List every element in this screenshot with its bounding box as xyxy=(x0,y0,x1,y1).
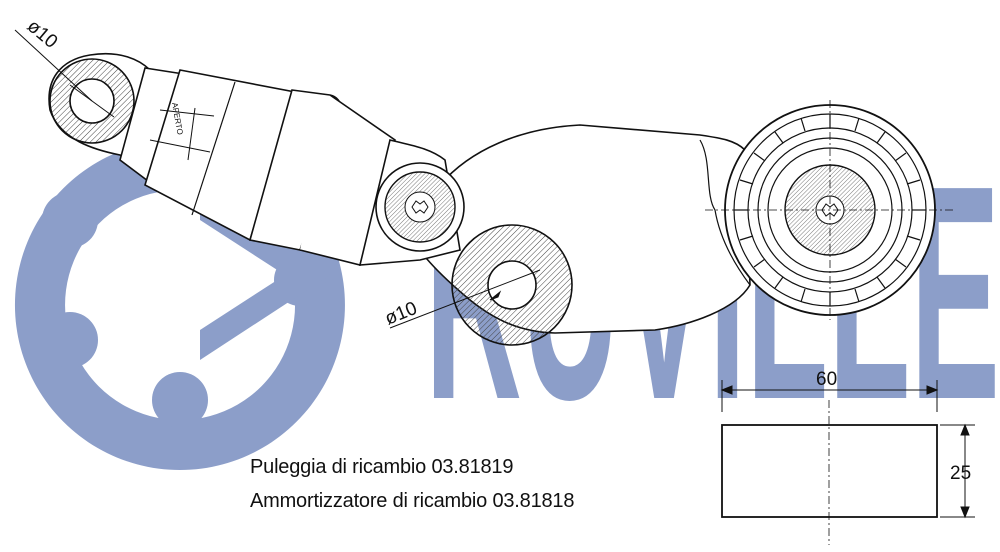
pulley-section xyxy=(721,400,938,545)
width-dimension: 60 xyxy=(720,369,939,412)
width-label: 60 xyxy=(816,369,837,390)
height-dimension: 25 xyxy=(940,423,975,519)
pulley-ribs xyxy=(734,114,926,306)
pulley-centerlines xyxy=(705,100,955,320)
height-label: 25 xyxy=(950,463,971,484)
damper-bolt xyxy=(375,162,465,252)
pulley xyxy=(705,100,955,320)
lower-diameter-label: ø10 xyxy=(382,298,420,330)
lower-eye-bushing xyxy=(451,224,573,346)
caption-damper: Ammortizzatore di ricambio 03.81818 xyxy=(250,490,575,512)
upper-diameter-label: ø10 xyxy=(23,16,62,53)
caption-pulley: Puleggia di ricambio 03.81819 xyxy=(250,456,514,478)
